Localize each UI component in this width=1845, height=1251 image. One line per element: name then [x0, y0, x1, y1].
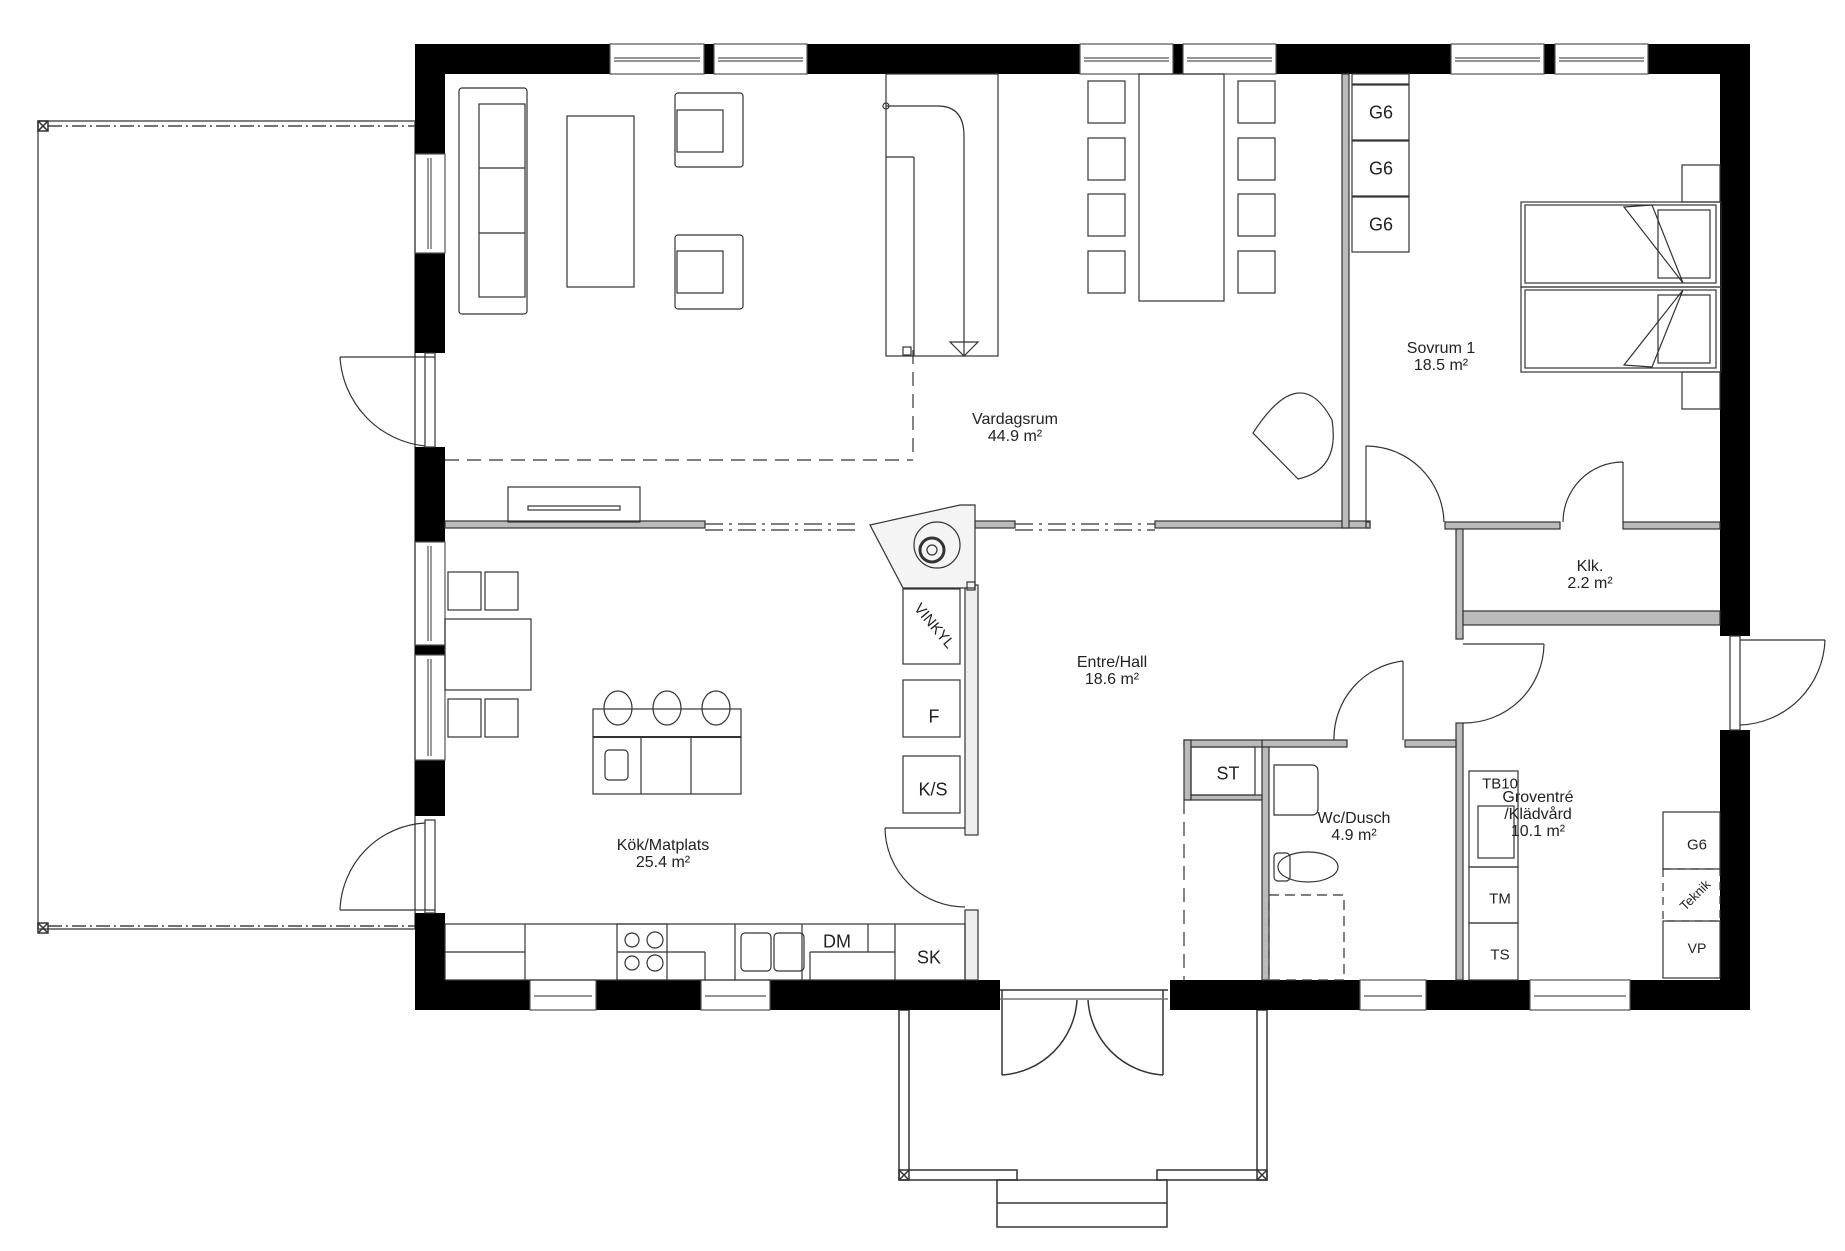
heat-pump-label: VP — [1687, 940, 1707, 956]
broom-closet-label: SK — [916, 947, 942, 968]
room-name: Vardagsrum — [972, 411, 1058, 428]
nightstand-bottom — [1681, 371, 1721, 410]
tumble-dryer-label: TS — [1490, 946, 1510, 964]
room-label-sovrum: Sovrum 1 18.5 m² — [1407, 340, 1475, 374]
wc-door[interactable] — [1333, 660, 1404, 741]
lounge-chair — [1252, 392, 1334, 480]
wc-fixtures — [1268, 764, 1345, 981]
terrace — [37, 120, 416, 934]
interior-walls — [444, 73, 1721, 981]
kitchen-door[interactable] — [884, 827, 966, 908]
room-label-groventre: Groventré /Klädvård 10.1 m² — [1502, 789, 1573, 840]
groventre-cabinets — [1662, 811, 1721, 979]
freezer-label: F — [928, 706, 940, 727]
tv-bench — [507, 486, 641, 523]
fireplace — [869, 504, 976, 591]
room-label-entre-hall: Entre/Hall 18.6 m² — [1077, 654, 1147, 688]
groventre-exterior-door[interactable] — [1729, 635, 1826, 731]
laundry-column — [1468, 770, 1519, 981]
staircase — [882, 73, 999, 357]
bed — [1520, 201, 1722, 373]
kitchen-counter — [444, 923, 966, 981]
room-label-kok-matplats: Kök/Matplats 25.4 m² — [617, 837, 709, 871]
wardrobe-label: G6 — [1368, 214, 1394, 235]
room-name: Entre/Hall — [1076, 654, 1148, 671]
bedroom-door[interactable] — [1365, 445, 1445, 523]
closet-door[interactable] — [1562, 461, 1624, 523]
room-label-klk: Klk. 2.2 m² — [1567, 558, 1612, 592]
terrace-door-lower[interactable] — [339, 819, 436, 914]
dryer-cabinet-label: TB10 — [1482, 775, 1518, 793]
wardrobe-label: G6 — [1368, 158, 1394, 179]
dining-chairs — [1087, 80, 1276, 294]
nightstand-top — [1681, 164, 1721, 203]
dishwasher-label: DM — [823, 931, 851, 952]
room-name: Groventré — [1502, 789, 1574, 806]
storage-closet-label: ST — [1216, 763, 1240, 784]
room-label-wc-dusch: Wc/Dusch 4.9 m² — [1318, 810, 1391, 844]
kitchen-column — [902, 588, 961, 814]
terrace-door-upper[interactable] — [339, 352, 436, 448]
kitchen-island — [592, 690, 742, 795]
room-area: 10.1 m² — [1510, 823, 1566, 840]
room-area: 44.9 m² — [987, 428, 1043, 445]
room-name-line2: /Klädvård — [1504, 806, 1572, 823]
outer-walls — [415, 44, 1750, 1010]
sofa — [458, 87, 528, 315]
groventre-door[interactable] — [1462, 643, 1545, 724]
room-area: 2.2 m² — [1567, 575, 1613, 592]
coffee-table — [566, 115, 635, 288]
dining-table — [1138, 73, 1225, 302]
armchair-bottom — [674, 234, 744, 310]
room-name: Wc/Dusch — [1317, 810, 1391, 827]
room-area: 25.4 m² — [635, 854, 691, 871]
fridge-freezer-label: K/S — [918, 779, 948, 800]
bedroom-wardrobes — [1351, 73, 1410, 253]
washing-machine-label: TM — [1489, 890, 1511, 908]
small-dining — [444, 571, 532, 738]
room-label-vardagsrum: Vardagsrum 44.9 m² — [972, 411, 1058, 445]
room-name: Kök/Matplats — [616, 837, 710, 854]
armchair-top — [674, 92, 744, 168]
room-name: Sovrum 1 — [1406, 340, 1476, 357]
room-area: 18.6 m² — [1084, 671, 1140, 688]
porch — [898, 989, 1268, 1228]
wardrobe-label: G6 — [1368, 102, 1394, 123]
room-area: 4.9 m² — [1331, 827, 1377, 844]
room-name: Klk. — [1576, 558, 1604, 575]
living-zone-outline — [445, 350, 914, 461]
wardrobe-label: G6 — [1686, 836, 1708, 854]
room-area: 18.5 m² — [1413, 357, 1469, 374]
